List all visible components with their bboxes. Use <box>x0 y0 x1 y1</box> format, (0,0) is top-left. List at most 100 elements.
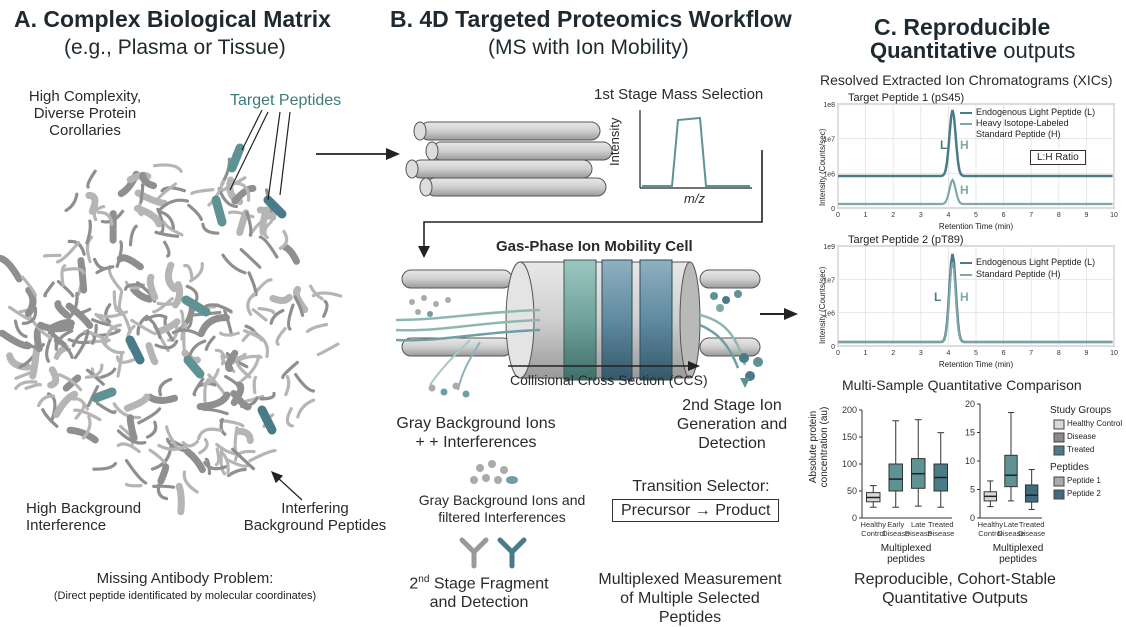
xic2-legend-l: Endogenous Light Peptide (L) <box>960 256 1110 268</box>
stage2-label: 2nd Stage Ion Generation and Detection <box>672 396 792 453</box>
antibody-icons <box>462 540 524 566</box>
ccs-label: Collisional Cross Section (CCS) <box>510 372 708 389</box>
background-peptide <box>204 409 227 413</box>
xic1-peak-l: L <box>940 138 947 152</box>
xic1-legend-h: Heavy Isotope-Labeled Standard Peptide (… <box>960 118 1110 140</box>
background-peptide <box>28 290 33 314</box>
xic2-title: Target Peptide 2 (pT89) <box>848 234 964 246</box>
background-peptide <box>259 309 273 313</box>
inset-y-axis-label: Intensity <box>606 118 623 166</box>
panel-c-footer: Reproducible, Cohort-Stable Quantitative… <box>840 570 1070 608</box>
quadrupole-rods <box>406 122 612 196</box>
xic2-legend-h-text: Standard Peptide (H) <box>976 269 1061 279</box>
background-peptide <box>249 273 256 295</box>
background-peptide <box>184 472 197 492</box>
box-y-tick-label: 150 <box>842 432 857 442</box>
fragment-label-number: 2 <box>409 575 418 592</box>
box2-x-axis-label: Multiplexed peptides <box>978 543 1058 565</box>
xic1-title: Target Peptide 1 (pS45) <box>848 92 964 104</box>
background-peptide <box>26 385 40 389</box>
background-peptide <box>130 418 134 438</box>
background-peptide <box>298 400 314 417</box>
xic-x-tick-label: 2 <box>891 350 895 357</box>
background-peptide <box>39 396 54 405</box>
xic2-y-axis-label: Intensity (Counts/sec) <box>818 267 827 344</box>
xic1-y-axis-label: Intensity (Counts/sec) <box>818 129 827 206</box>
legend-peptides-title: Peptides <box>1050 462 1089 473</box>
background-peptide <box>58 282 72 296</box>
xic-x-tick-label: 1 <box>864 212 868 219</box>
background-peptide <box>168 265 174 289</box>
background-peptide <box>206 337 214 349</box>
background-peptide <box>273 297 289 300</box>
background-peptide <box>229 469 246 475</box>
background-peptide <box>228 353 234 368</box>
background-peptide <box>106 305 110 322</box>
xic-x-tick-label: 10 <box>1110 212 1118 219</box>
filtered-ions-label: Gray Background Ions and filtered Interf… <box>412 492 592 526</box>
xic1-legend-h-text: Heavy Isotope-Labeled Standard Peptide (… <box>976 118 1086 140</box>
xic2-x-axis-label: Retention Time (min) <box>838 360 1114 369</box>
legend-healthy: Healthy Control <box>1067 419 1122 428</box>
background-peptide <box>179 486 181 512</box>
box-y-tick-label: 10 <box>965 456 975 466</box>
xic-x-tick-label: 0 <box>836 350 840 357</box>
background-peptide <box>74 399 88 409</box>
background-peptide <box>57 394 75 414</box>
xic-x-tick-label: 10 <box>1110 350 1118 357</box>
xic1-legend: Endogenous Light Peptide (L) Heavy Isoto… <box>960 107 1110 140</box>
background-peptide <box>94 464 116 470</box>
background-peptide <box>160 379 171 394</box>
xic1-peak-h2: H <box>960 183 969 197</box>
background-peptide <box>286 377 289 395</box>
background-peptide <box>260 237 277 257</box>
xic2-legend-l-text: Endogenous Light Peptide (L) <box>976 257 1095 267</box>
background-peptide <box>156 232 178 236</box>
background-peptide <box>157 184 176 200</box>
legend-treated: Treated <box>1067 445 1094 454</box>
xic-x-tick-label: 1 <box>864 350 868 357</box>
background-peptide <box>127 484 141 485</box>
box-iqr <box>889 464 903 491</box>
background-peptide <box>285 247 296 261</box>
xic1-heavy-trace <box>838 180 1113 204</box>
inset-x-axis-label: m/z <box>684 190 705 207</box>
background-peptide <box>184 324 185 349</box>
panel-c-title-line2: Quantitative outputs <box>870 38 1075 64</box>
xic-x-tick-label: 9 <box>1084 212 1088 219</box>
background-peptide <box>139 409 160 423</box>
boxplot-peptide-2: 05101520HealthyControlLateDiseaseTreated… <box>965 399 1045 538</box>
background-peptide <box>45 255 60 256</box>
background-peptide <box>16 373 30 379</box>
background-peptide <box>33 347 37 377</box>
background-peptide <box>192 190 213 194</box>
background-peptide <box>280 231 286 248</box>
background-peptide <box>324 301 327 316</box>
xic1-peak-h: H <box>960 138 969 152</box>
background-peptide <box>188 452 203 470</box>
background-peptide <box>117 242 121 266</box>
box-category-label: Late <box>1004 520 1019 529</box>
background-peptide <box>203 224 218 233</box>
xic-x-tick-label: 4 <box>946 350 950 357</box>
legend-disease: Disease <box>1067 432 1096 441</box>
xic-x-tick-label: 7 <box>1029 212 1033 219</box>
background-peptide <box>199 429 222 438</box>
box-category-label: Disease <box>1018 529 1045 538</box>
background-peptide <box>149 346 155 362</box>
box-y-tick-label: 200 <box>842 405 857 415</box>
background-peptide <box>221 333 239 335</box>
box-y-tick-label: 5 <box>970 485 975 495</box>
background-peptide <box>57 243 78 262</box>
background-peptide <box>66 194 77 210</box>
panel-b-subtitle: (MS with Ion Mobility) <box>488 36 689 60</box>
background-peptide <box>318 344 338 355</box>
target-peptide <box>216 200 222 222</box>
xic1-legend-l-text: Endogenous Light Peptide (L) <box>976 107 1095 117</box>
xic1-legend-l: Endogenous Light Peptide (L) <box>960 107 1110 118</box>
box-legend <box>1054 420 1064 499</box>
fragment-label-text: Stage Fragment and Detection <box>429 575 548 611</box>
xic2-peak-l: L <box>934 290 941 304</box>
background-peptide <box>254 377 255 392</box>
xic-y-tick-label: 1e9 <box>823 244 835 251</box>
